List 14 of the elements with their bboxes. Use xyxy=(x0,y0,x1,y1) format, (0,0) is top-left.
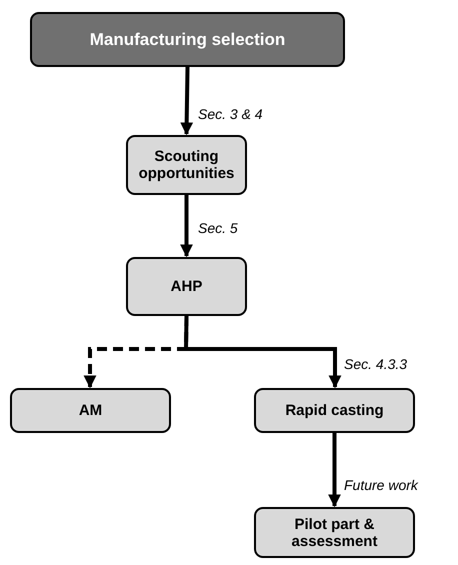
arrow xyxy=(180,195,193,258)
arrow xyxy=(180,66,194,136)
start-box: Manufacturing selection xyxy=(30,12,345,67)
process-box: Scouting opportunities xyxy=(126,135,247,195)
process-box: Pilot part & assessment xyxy=(254,507,415,558)
edge-label: Future work xyxy=(343,477,419,493)
edge-label: Sec. 3 & 4 xyxy=(197,106,264,122)
arrow xyxy=(328,433,341,508)
process-box: Rapid casting xyxy=(254,388,415,433)
process-box: AHP xyxy=(126,257,247,316)
process-box: AM xyxy=(10,388,171,433)
arrow xyxy=(184,316,342,388)
edge-label: Sec. 4.3.3 xyxy=(343,356,408,372)
edge-label: Sec. 5 xyxy=(197,220,239,236)
